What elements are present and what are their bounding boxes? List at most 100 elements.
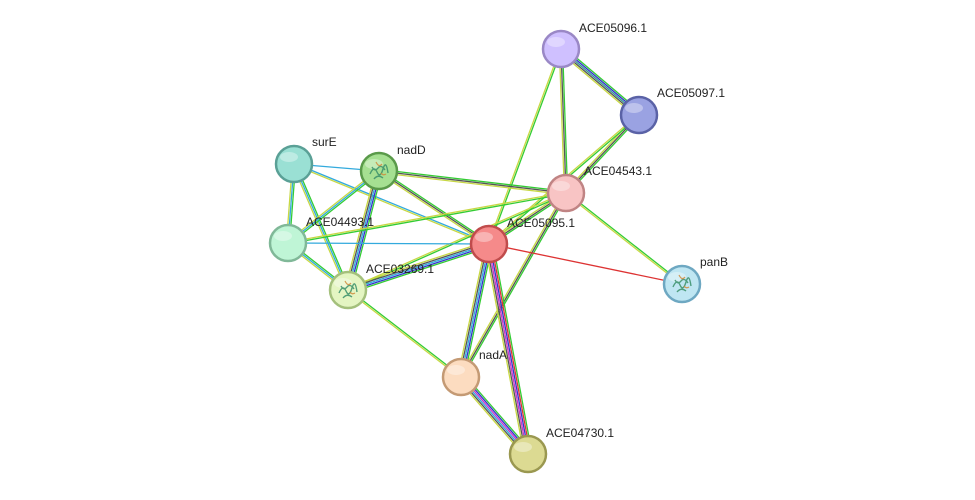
edge-evidence-line [378,170,567,194]
edge-evidence-line [286,169,379,243]
node-circle[interactable] [619,95,659,135]
edge-ACE04493.1-ACE05095.1[interactable] [287,242,490,245]
edge-evidence-line [458,243,489,377]
node-highlight [668,272,686,282]
node-surE[interactable] [274,144,314,184]
edge-evidence-line [348,244,490,293]
edge-ACE04543.1-ACE04493.1[interactable] [287,191,567,245]
node-nadD[interactable] [359,151,399,191]
edge-evidence-line [287,170,380,244]
node-ACE03269.1[interactable] [328,270,368,310]
edge-evidence-line [558,49,566,194]
node-label: nadD [397,143,426,157]
edge-evidence-line [460,243,490,378]
node-label: ACE03269.1 [366,262,434,276]
edge-evidence-line [350,171,383,291]
node-highlight [625,103,643,113]
node-highlight [447,365,465,375]
node-circle[interactable] [541,29,581,69]
node-circle[interactable] [469,224,509,264]
edge-surE-ACE05095.1[interactable] [293,162,490,246]
edge-ACE03269.1-nadA[interactable] [347,288,462,379]
edge-ACE05096.1-ACE05095.1[interactable] [487,48,563,245]
edge-nadD-ACE04493.1[interactable] [286,169,381,245]
edge-evidence-line [293,164,489,246]
edge-evidence-line [492,243,533,454]
protein-structure-icon [344,280,356,295]
node-highlight [547,37,565,47]
edge-evidence-line [565,193,682,286]
node-circle[interactable] [328,270,368,310]
node-panB[interactable] [662,264,702,304]
node-circle[interactable] [508,434,548,474]
protein-structure-icon [338,283,358,299]
node-circle[interactable] [268,223,308,263]
node-label: ACE05097.1 [657,86,725,100]
edge-evidence-line [287,191,566,243]
edge-evidence-line [347,191,566,290]
node-ACE05095.1[interactable] [469,224,509,264]
edge-evidence-line [288,193,567,245]
node-ACE04543.1[interactable] [546,173,586,213]
edge-evidence-line [294,163,351,290]
node-ACE05096.1[interactable] [541,29,581,69]
edge-evidence-line [566,191,683,284]
node-label: panB [700,255,728,269]
node-highlight [475,232,493,242]
edge-evidence-line [288,171,381,245]
edge-evidence-line [377,171,489,246]
node-label: surE [312,135,337,149]
edge-ACE04543.1-nadA[interactable] [459,191,568,379]
node-ACE05097.1[interactable] [619,95,659,135]
edge-evidence-line [560,48,567,194]
node-highlight [274,231,292,241]
node-circle[interactable] [359,151,399,191]
edge-evidence-line [378,171,566,196]
edge-ACE05095.1-nadA[interactable] [457,243,493,378]
edge-nadD-ACE04543.1[interactable] [378,168,567,196]
edge-evidence-line [487,244,528,455]
node-highlight [365,159,383,169]
edge-ACE05095.1-ACE04730.1[interactable] [484,243,533,455]
node-nadA[interactable] [441,357,481,397]
node-label: ACE05096.1 [579,21,647,35]
edge-ACE05095.1-ACE03269.1[interactable] [346,240,491,294]
edge-ACE04543.1-panB[interactable] [565,191,683,286]
node-circle[interactable] [662,264,702,304]
edge-surE-ACE03269.1[interactable] [291,163,351,291]
edge-evidence-line [291,164,348,291]
edge-evidence-line [459,191,566,377]
edge-evidence-line [461,244,492,378]
node-highlight [514,442,532,452]
node-label: ACE04543.1 [584,164,652,178]
node-circle[interactable] [441,357,481,397]
node-circle[interactable] [274,144,314,184]
node-ACE04493.1[interactable] [268,223,308,263]
edge-ACE05095.1-panB[interactable] [488,243,683,285]
node-label: ACE05095.1 [507,216,575,230]
protein-structure-icon [678,274,690,289]
edge-evidence-line [287,242,490,245]
node-circle[interactable] [546,173,586,213]
edge-evidence-line [463,244,493,378]
edge-evidence-line [489,49,563,245]
node-label: nadA [479,348,507,362]
edge-evidence-line [347,241,489,290]
edge-evidence-line [490,243,531,454]
edge-ACE05096.1-ACE04543.1[interactable] [558,48,569,194]
edge-evidence-line [348,246,491,294]
node-ACE04730.1[interactable] [508,434,548,474]
edge-evidence-line [487,48,561,244]
protein-structure-icon [375,161,387,176]
edge-evidence-line [488,243,683,285]
edge-evidence-line [484,244,525,455]
edge-evidence-line [460,192,567,378]
edge-evidence-line [348,288,462,377]
edge-evidence-line [486,244,527,455]
edge-nadD-ACE05095.1[interactable] [377,169,491,246]
edge-evidence-line [461,193,568,379]
edge-evidence-line [379,169,491,244]
edge-evidence-line [347,290,461,379]
